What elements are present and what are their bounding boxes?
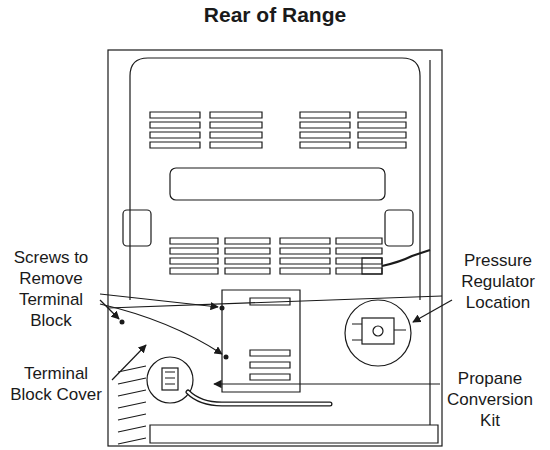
screw [224,355,229,360]
callout-label: Propane Conversion Kit [438,368,542,431]
callout-label: Screws to Remove Terminal Block [2,247,100,331]
top-left-vent [150,112,262,148]
leader-line [100,304,222,354]
left-handle [123,210,151,246]
terminal-block-detail [147,357,193,403]
top-right-vent [300,112,406,148]
gas-pipe [382,250,430,266]
regulator-port [373,326,383,336]
leader-lines [100,294,452,384]
center-slot [170,168,385,200]
terminal-strips [165,372,175,384]
right-handle [385,210,413,246]
leader-line [100,294,218,307]
screw [220,306,225,311]
diagram-title: Rear of Range [204,3,346,27]
regulator [362,258,382,274]
leader-line [214,383,440,384]
bottom-vent [170,238,382,274]
mounting-plate [222,290,300,392]
toe-kick [150,425,438,443]
side-louvers [118,366,146,444]
callout-label: Terminal Block Cover [10,363,102,405]
terminal-block [162,368,178,390]
side-edge [429,60,430,425]
conversion-kit [188,392,330,404]
callout-label: Pressure Regulator Location [448,250,548,313]
regulator-fittings [352,324,406,340]
leader-line [100,300,119,319]
range-body [108,50,442,446]
regulator-body [362,318,394,344]
conversion-kit-inner [188,392,330,404]
leader-line [112,345,146,380]
back-panel [130,58,420,300]
screw [120,320,125,325]
detail-circles [147,300,411,403]
plate-slots [250,298,290,380]
leader-line [413,300,452,322]
regulator-detail [345,300,411,366]
range-outline [108,50,442,446]
